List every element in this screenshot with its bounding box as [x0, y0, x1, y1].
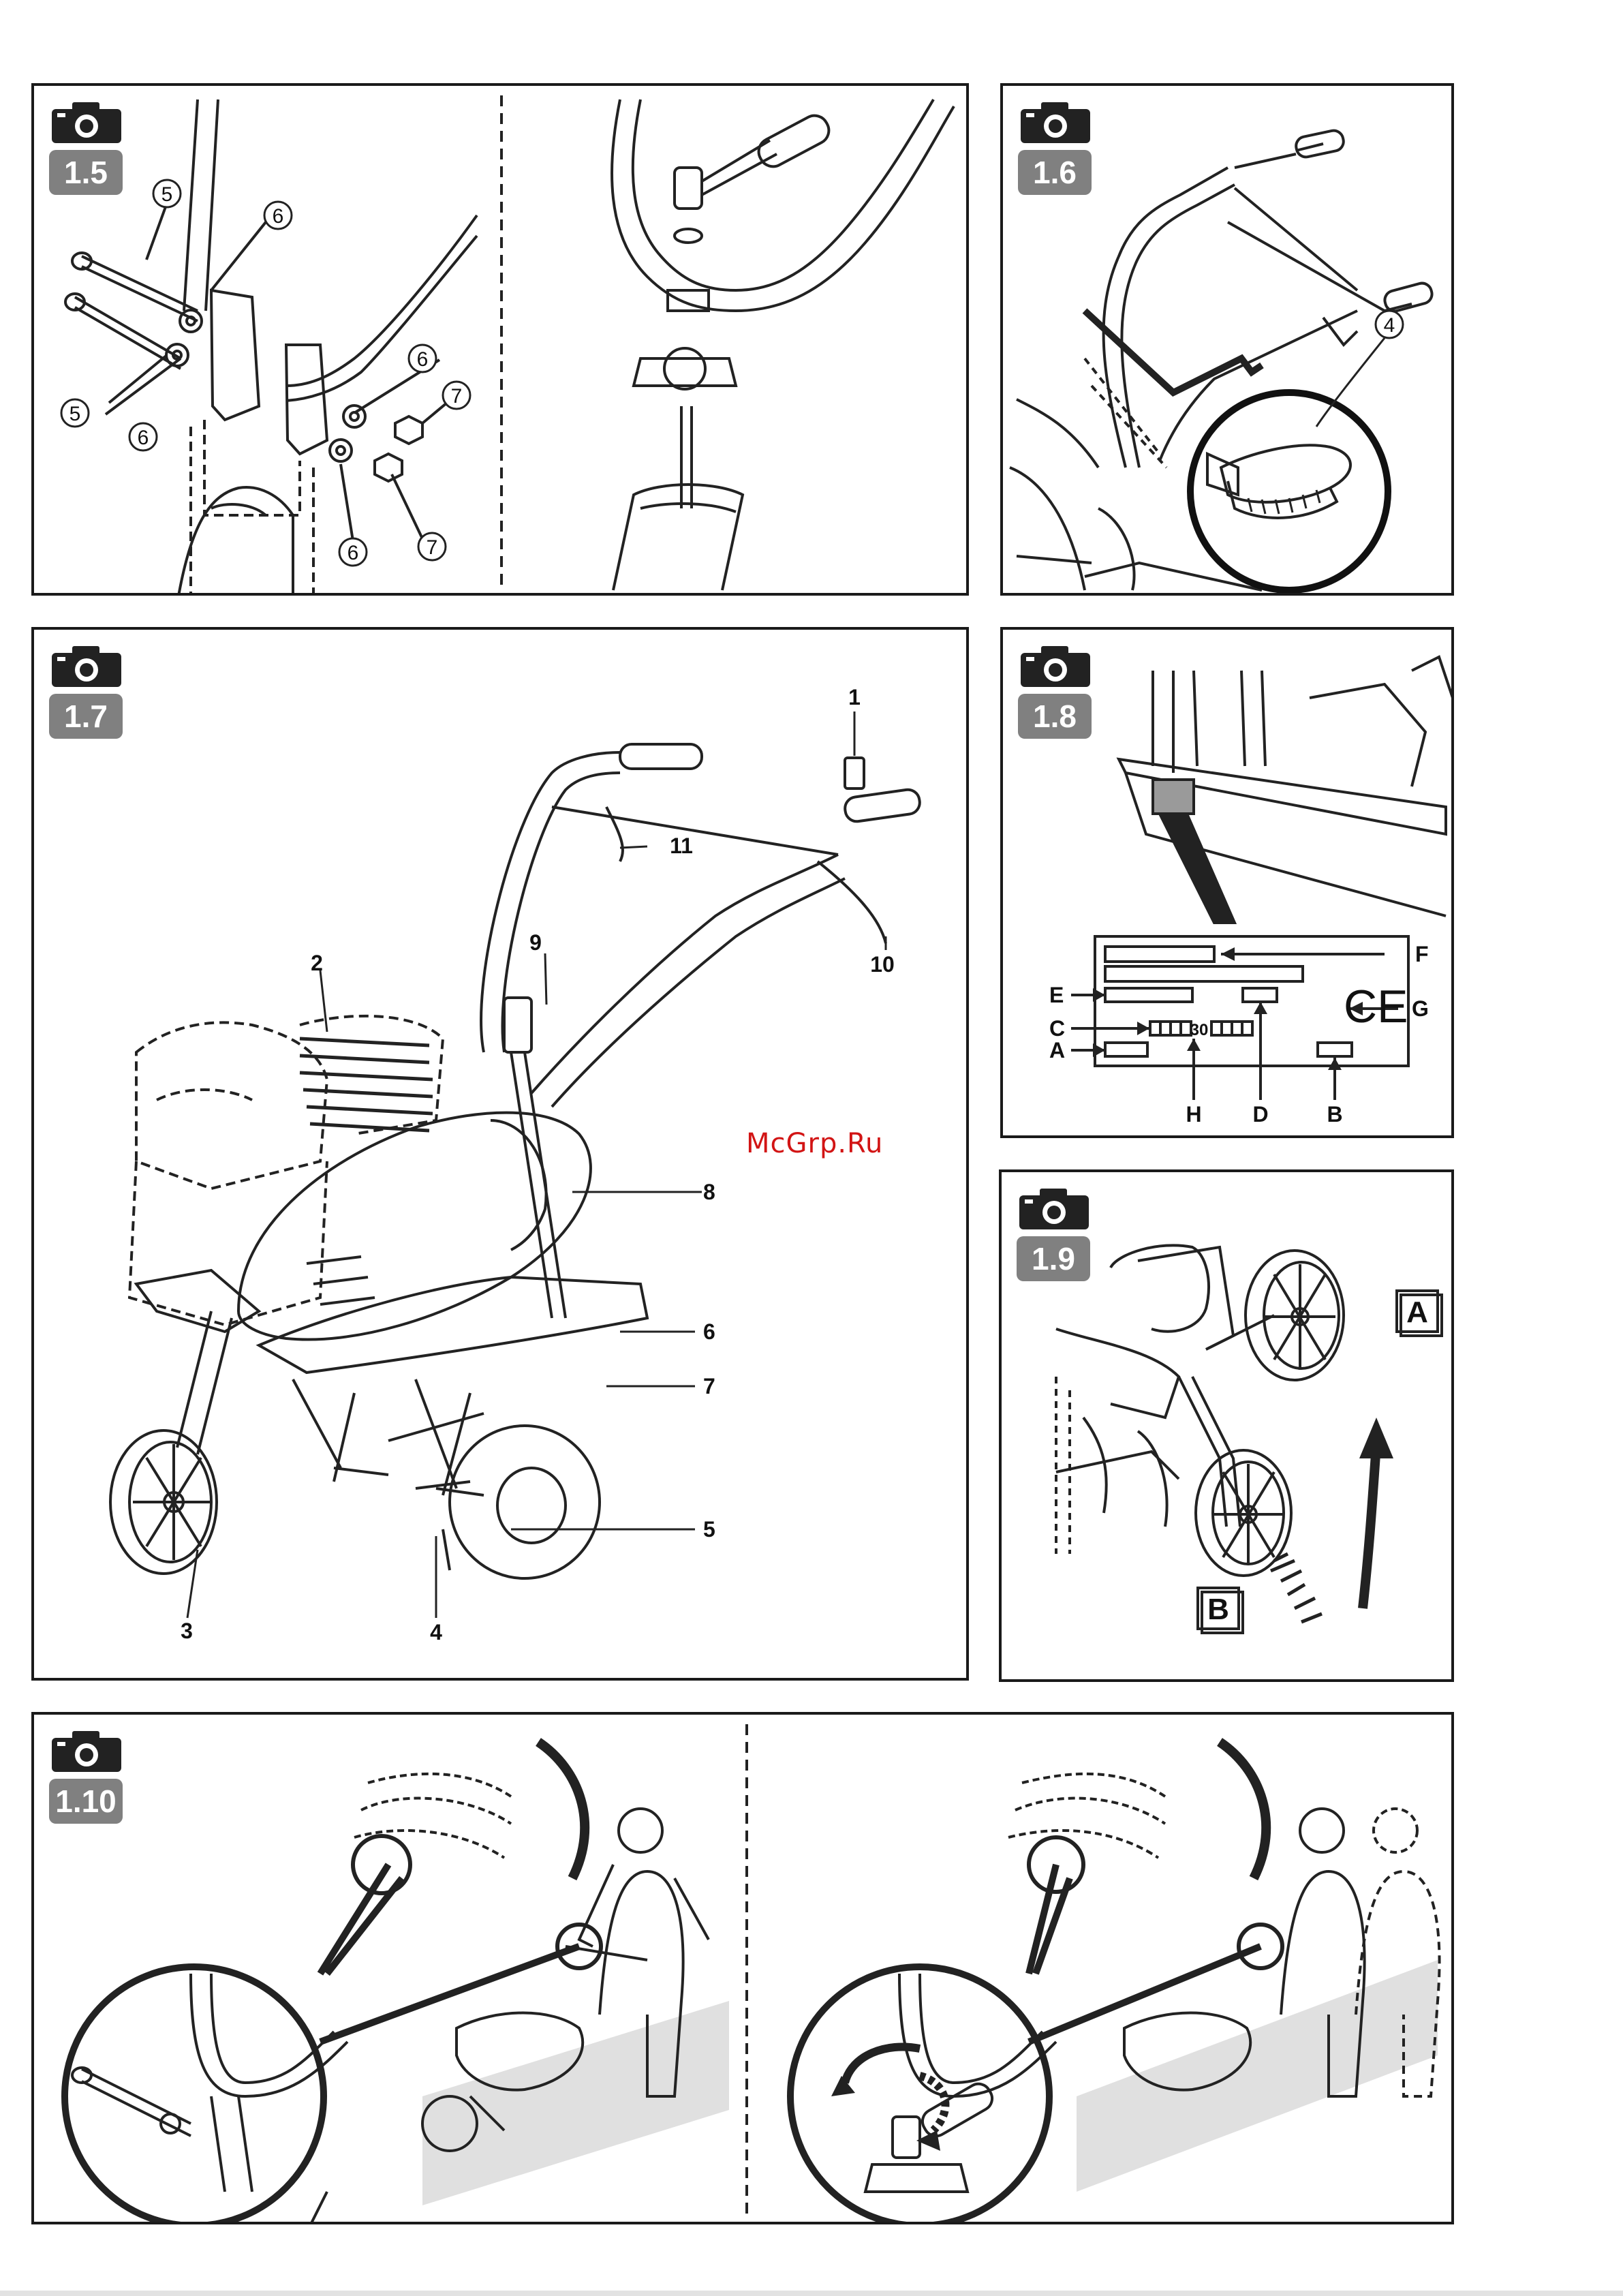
callout-6d: 6: [347, 542, 359, 564]
callout-6c: 6: [417, 348, 429, 371]
camera-icon: [1018, 645, 1093, 688]
label-C: C: [1049, 1016, 1065, 1041]
figure-1-9-header: 1.9: [1017, 1187, 1092, 1281]
label-D: D: [1252, 1102, 1268, 1127]
callout-8: 8: [703, 1180, 715, 1204]
callout-4: 4: [430, 1620, 442, 1644]
callout-5b: 5: [69, 403, 81, 425]
callout-6a: 6: [273, 205, 284, 228]
label-A: A: [1049, 1038, 1065, 1062]
figure-1-10-panel: 1.10: [31, 1712, 1454, 2224]
figure-number: 1.5: [49, 150, 123, 195]
figure-number: 1.9: [1017, 1236, 1090, 1281]
figure-1-7-callouts: 1 2 3 4 5 6 7 8 9 10 11: [181, 685, 895, 1644]
figure-number: 1.10: [49, 1779, 123, 1824]
callout-11: 11: [670, 833, 693, 858]
callout-7: 7: [703, 1374, 715, 1398]
camera-icon: [49, 1730, 124, 1773]
figure-1-8-panel: 30 CE F E C A G H D B 1.8: [1000, 627, 1454, 1138]
figure-1-5-drawing: 5 6 5 6 6 7 6 7: [34, 86, 969, 596]
callout-4: 4: [1384, 314, 1395, 337]
figure-1-8-header: 1.8: [1018, 645, 1093, 739]
watermark: McGrp.Ru: [746, 1128, 883, 1159]
figure-number: 1.7: [49, 694, 123, 739]
label-H: H: [1186, 1102, 1201, 1127]
figure-1-6-panel: 4 1.6: [1000, 83, 1454, 596]
camera-icon: [49, 101, 124, 144]
footer-divider: [0, 2291, 1623, 2296]
callout-9: 9: [529, 930, 542, 955]
figure-number: 1.6: [1018, 150, 1092, 195]
figure-number: 1.8: [1018, 694, 1092, 739]
figure-1-10-drawing: [34, 1715, 1454, 2224]
camera-icon: [1018, 101, 1093, 144]
callout-5: 5: [703, 1517, 715, 1542]
callout-10: 10: [870, 952, 895, 977]
camera-icon: [49, 645, 124, 688]
figure-1-5-header: 1.5: [49, 101, 124, 195]
figure-1-10-header: 1.10: [49, 1730, 124, 1824]
label-B: B: [1327, 1102, 1342, 1127]
callout-7b: 7: [427, 536, 438, 559]
callout-1: 1: [848, 685, 861, 709]
figure-1-9-panel: A B 1.9: [999, 1169, 1454, 1682]
callout-6: 6: [703, 1319, 715, 1344]
plate-value: 30: [1190, 1021, 1209, 1039]
label-A: A: [1406, 1296, 1428, 1329]
ce-mark: CE: [1344, 981, 1408, 1032]
callout-5a: 5: [161, 183, 173, 206]
callout-3: 3: [181, 1619, 193, 1643]
label-B: B: [1207, 1593, 1229, 1626]
callout-2: 2: [311, 951, 323, 975]
callout-7a: 7: [451, 385, 463, 408]
figure-1-7-header: 1.7: [49, 645, 124, 739]
label-G: G: [1412, 996, 1429, 1021]
callout-6b: 6: [138, 427, 149, 449]
camera-icon: [1017, 1187, 1092, 1231]
label-F: F: [1415, 942, 1429, 966]
figure-1-6-header: 1.6: [1018, 101, 1093, 195]
label-E: E: [1049, 983, 1064, 1007]
figure-1-5-panel: 5 6 5 6 6 7 6 7: [31, 83, 969, 596]
